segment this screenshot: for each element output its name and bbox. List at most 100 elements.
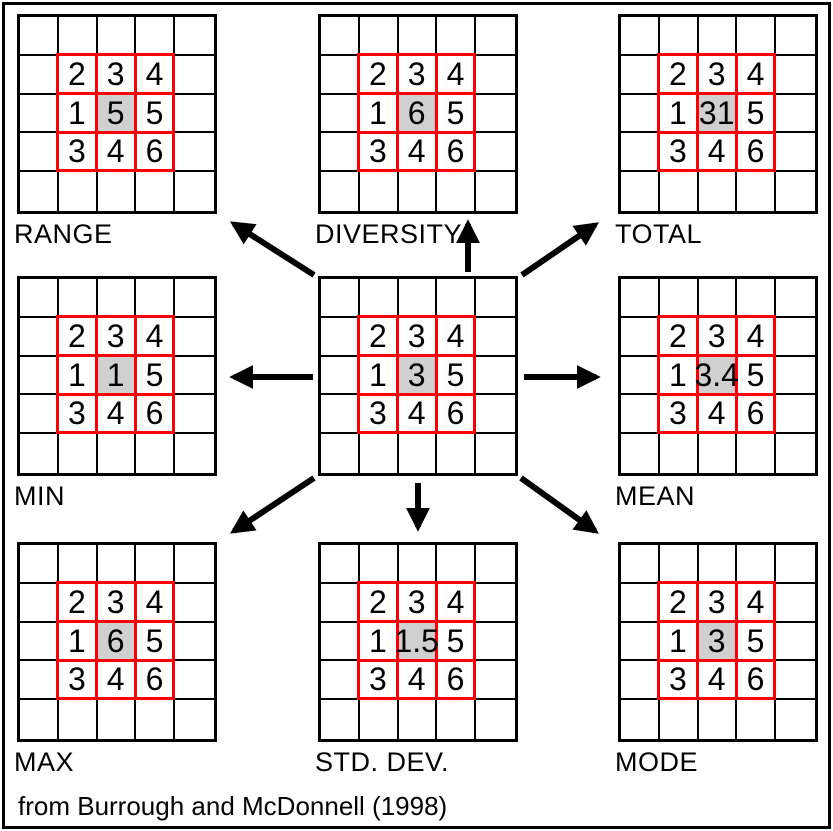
neighbor-cell-value: 5 [437, 622, 474, 659]
focal-cell-value: 6 [97, 622, 134, 659]
neighbor-cell-value: 3 [360, 661, 396, 698]
neighbor-cell-value: 3 [360, 133, 396, 170]
neighbor-cell-value: 6 [437, 133, 474, 170]
neighbor-cell-value: 3 [398, 584, 435, 620]
neighbor-cell-value: 4 [398, 395, 435, 432]
neighbor-cell-value: 4 [437, 584, 474, 620]
neighbor-cell-value: 4 [136, 584, 173, 620]
neighbor-cell-value: 4 [398, 133, 435, 170]
neighbor-cell-value: 3 [59, 661, 95, 698]
neighbor-cell-value: 1 [59, 356, 95, 393]
neighbor-cell-value: 4 [437, 318, 474, 354]
neighbor-cell-value: 3 [97, 584, 134, 620]
neighbor-cell-value: 2 [660, 584, 696, 620]
neighbor-cell-value: 3 [698, 56, 735, 92]
neighbor-cell-value: 4 [136, 318, 173, 354]
neighbor-cell-value: 2 [360, 318, 396, 354]
neighbor-cell-value: 3 [97, 318, 134, 354]
neighbor-cell-value: 5 [737, 622, 774, 659]
focal-cell-value: 3 [698, 622, 735, 659]
grid-label-stddev: STD. DEV. [315, 747, 450, 777]
neighbor-cell-value: 4 [737, 56, 774, 92]
neighbor-cell-value: 6 [737, 395, 774, 432]
neighbor-cell-value: 1 [660, 94, 696, 131]
neighbor-cell-value: 2 [360, 584, 396, 620]
neighbor-cell-value: 3 [97, 56, 134, 92]
neighbor-cell-value: 5 [136, 94, 173, 131]
neighbor-cell-value: 6 [737, 133, 774, 170]
focal-cell-value: 31 [698, 94, 735, 131]
neighbor-cell-value: 5 [437, 94, 474, 131]
neighbor-cell-value: 3 [59, 395, 95, 432]
focal-cell-value: 3 [398, 356, 435, 393]
neighbor-cell-value: 2 [59, 584, 95, 620]
neighbor-cell-value: 4 [97, 133, 134, 170]
neighbor-cell-value: 3 [59, 133, 95, 170]
neighbor-cell-value: 4 [737, 318, 774, 354]
neighbor-cell-value: 3 [660, 661, 696, 698]
source-caption: from Burrough and McDonnell (1998) [18, 791, 448, 821]
neighbor-cell-value: 3 [398, 56, 435, 92]
neighbor-cell-value: 6 [737, 661, 774, 698]
neighbor-cell-value: 2 [660, 56, 696, 92]
neighbor-cell-value: 5 [437, 356, 474, 393]
grid-label-max: MAX [14, 747, 75, 777]
grid-label-min: MIN [14, 481, 65, 511]
neighbor-cell-value: 4 [97, 661, 134, 698]
neighbor-cell-value: 4 [698, 133, 735, 170]
focal-cell-value: 1 [97, 356, 134, 393]
neighbor-cell-value: 3 [698, 318, 735, 354]
focal-cell-value: 5 [97, 94, 134, 131]
neighbor-cell-value: 3 [660, 133, 696, 170]
neighbor-cell-value: 6 [136, 661, 173, 698]
grid-label-mean: MEAN [615, 481, 696, 511]
neighbor-cell-value: 4 [437, 56, 474, 92]
neighbor-cell-value: 3 [660, 395, 696, 432]
neighbor-cell-value: 1 [660, 622, 696, 659]
focal-cell-value: 6 [398, 94, 435, 131]
neighbor-cell-value: 6 [136, 133, 173, 170]
focal-cell-value: 3.4 [694, 356, 739, 393]
neighbor-cell-value: 2 [360, 56, 396, 92]
neighbor-cell-value: 4 [737, 584, 774, 620]
neighbor-cell-value: 1 [660, 356, 696, 393]
neighbor-cell-value: 5 [737, 94, 774, 131]
neighbor-cell-value: 3 [398, 318, 435, 354]
neighbor-cell-value: 3 [360, 395, 396, 432]
neighbor-cell-value: 4 [698, 395, 735, 432]
neighbor-cell-value: 1 [360, 622, 396, 659]
grid-label-mode: MODE [615, 747, 698, 777]
neighbor-cell-value: 2 [59, 56, 95, 92]
neighbor-cell-value: 2 [59, 318, 95, 354]
neighbor-cell-value: 4 [97, 395, 134, 432]
neighbor-cell-value: 5 [136, 356, 173, 393]
neighbor-cell-value: 6 [437, 395, 474, 432]
grid-label-diversity: DIVERSITY [315, 219, 463, 249]
neighbor-cell-value: 2 [660, 318, 696, 354]
neighbor-cell-value: 1 [360, 356, 396, 393]
neighbor-cell-value: 4 [698, 661, 735, 698]
neighbor-cell-value: 3 [698, 584, 735, 620]
grid-label-range: RANGE [14, 219, 113, 249]
focal-cell-value: 1.5 [394, 622, 439, 659]
neighbor-cell-value: 4 [136, 56, 173, 92]
neighbor-cell-value: 1 [59, 94, 95, 131]
neighbor-cell-value: 1 [360, 94, 396, 131]
